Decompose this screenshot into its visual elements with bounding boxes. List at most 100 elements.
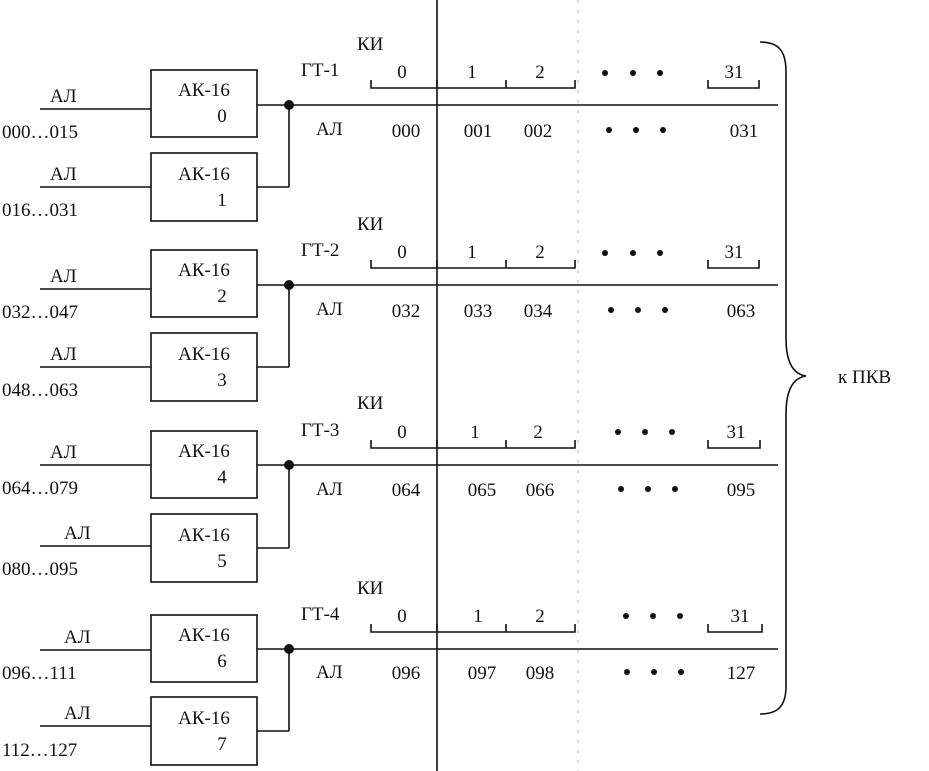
ki-label: КИ <box>357 34 384 55</box>
addr-last: 063 <box>727 301 756 322</box>
addr-second: 097 <box>468 663 497 684</box>
block-0-number: 0 <box>217 106 227 127</box>
block-1-range: 016…031 <box>2 200 78 221</box>
slot-1: 1 <box>470 422 480 443</box>
slot-1: 1 <box>467 242 477 263</box>
ellipsis-dot <box>645 486 651 492</box>
slot-31: 31 <box>725 62 744 83</box>
gt-label: ГТ-3 <box>301 420 339 441</box>
ki-label: КИ <box>357 214 384 235</box>
addr-third: 002 <box>524 121 553 142</box>
block-1-al-label: АЛ <box>50 164 77 185</box>
output-label: к ПКВ <box>838 367 891 388</box>
gt-label: ГТ-2 <box>301 240 339 261</box>
ellipsis-dot <box>657 250 663 256</box>
block-5-al-label: АЛ <box>64 523 91 544</box>
slot-2: 2 <box>533 422 543 443</box>
junction-dot <box>284 280 294 290</box>
ellipsis-dot <box>642 429 648 435</box>
addr-third: 034 <box>524 301 553 322</box>
ellipsis-dot <box>662 307 668 313</box>
addr-first: 000 <box>392 121 421 142</box>
junction-dot <box>284 644 294 654</box>
block-2-number: 2 <box>217 286 227 307</box>
slot-1: 1 <box>473 606 483 627</box>
addr-second: 033 <box>464 301 493 322</box>
ellipsis-dot <box>650 613 656 619</box>
bus-group-3: АЛ 064…079 АК-16 4 АЛ 080…095 АК-16 5 КИ… <box>2 393 778 583</box>
ki-label: КИ <box>357 393 384 414</box>
block-3-name: АК-16 <box>178 344 230 365</box>
al-row-label: АЛ <box>316 299 343 320</box>
block-7-number: 7 <box>217 734 227 755</box>
bus-group-1: АЛ 000…015 АК-16 0 АЛ 016…031 АК-16 1 КИ… <box>2 34 778 222</box>
slot-31-bracket <box>707 440 761 449</box>
time-slot-brackets <box>370 440 576 449</box>
ellipsis-dot <box>672 486 678 492</box>
ak16-block-5 <box>150 513 258 583</box>
addr-last: 031 <box>730 121 759 142</box>
block-7-al-label: АЛ <box>64 703 91 724</box>
slot-0: 0 <box>397 422 407 443</box>
block-6-name: АК-16 <box>178 625 230 646</box>
slot-0: 0 <box>397 606 407 627</box>
ellipsis-dot <box>623 613 629 619</box>
block-3-range: 048…063 <box>2 380 78 401</box>
ellipsis-dot <box>677 613 683 619</box>
block-2-al-label: АЛ <box>50 266 77 287</box>
ellipsis-dot <box>602 250 608 256</box>
block-5-number: 5 <box>217 551 227 572</box>
junction-dot <box>284 100 294 110</box>
slot-0: 0 <box>397 62 407 83</box>
slot-2: 2 <box>535 62 545 83</box>
time-slot-brackets <box>370 624 576 633</box>
ellipsis-dot <box>630 70 636 76</box>
slot-31-bracket <box>707 260 760 269</box>
block-2-name: АК-16 <box>178 260 230 281</box>
bus-group-2: АЛ 032…047 АК-16 2 АЛ 048…063 АК-16 3 КИ… <box>2 214 778 402</box>
addr-last: 095 <box>727 480 756 501</box>
ellipsis-dot <box>633 127 639 133</box>
ellipsis-dot <box>678 669 684 675</box>
slot-31: 31 <box>727 422 746 443</box>
gt-label: ГТ-1 <box>301 60 339 81</box>
addr-second: 001 <box>464 121 493 142</box>
block-6-number: 6 <box>217 651 227 672</box>
block-7-name: АК-16 <box>178 708 230 729</box>
ellipsis-dot <box>602 70 608 76</box>
slot-0: 0 <box>397 242 407 263</box>
time-slot-brackets <box>370 260 576 269</box>
block-7-range: 112…127 <box>2 740 77 761</box>
ak16-block-6 <box>150 614 258 683</box>
ellipsis-dot <box>651 669 657 675</box>
ellipsis-dot <box>660 127 666 133</box>
block-4-number: 4 <box>217 467 227 488</box>
junction-dot <box>284 460 294 470</box>
block-0-name: АК-16 <box>178 80 230 101</box>
ellipsis-dot <box>635 307 641 313</box>
al-row-label: АЛ <box>316 662 343 683</box>
time-slot-brackets <box>370 80 576 89</box>
ak16-block-0 <box>150 69 258 138</box>
ellipsis-dot <box>608 307 614 313</box>
block-2-range: 032…047 <box>2 302 78 323</box>
ki-label: КИ <box>357 578 384 599</box>
slot-31: 31 <box>725 242 744 263</box>
ellipsis-dot <box>657 70 663 76</box>
ellipsis-dot <box>615 429 621 435</box>
slot-2: 2 <box>535 242 545 263</box>
addr-second: 065 <box>468 480 497 501</box>
block-6-range: 096…111 <box>2 663 77 684</box>
block-0-al-label: АЛ <box>50 86 77 107</box>
ellipsis-dot <box>618 486 624 492</box>
block-5-name: АК-16 <box>178 525 230 546</box>
ak16-block-2 <box>150 249 258 318</box>
ak16-block-4 <box>150 430 258 499</box>
block-0-range: 000…015 <box>2 122 78 143</box>
al-row-label: АЛ <box>316 119 343 140</box>
addr-third: 098 <box>526 663 555 684</box>
block-5-range: 080…095 <box>2 559 78 580</box>
addr-last: 127 <box>727 663 756 684</box>
slot-2: 2 <box>535 606 545 627</box>
